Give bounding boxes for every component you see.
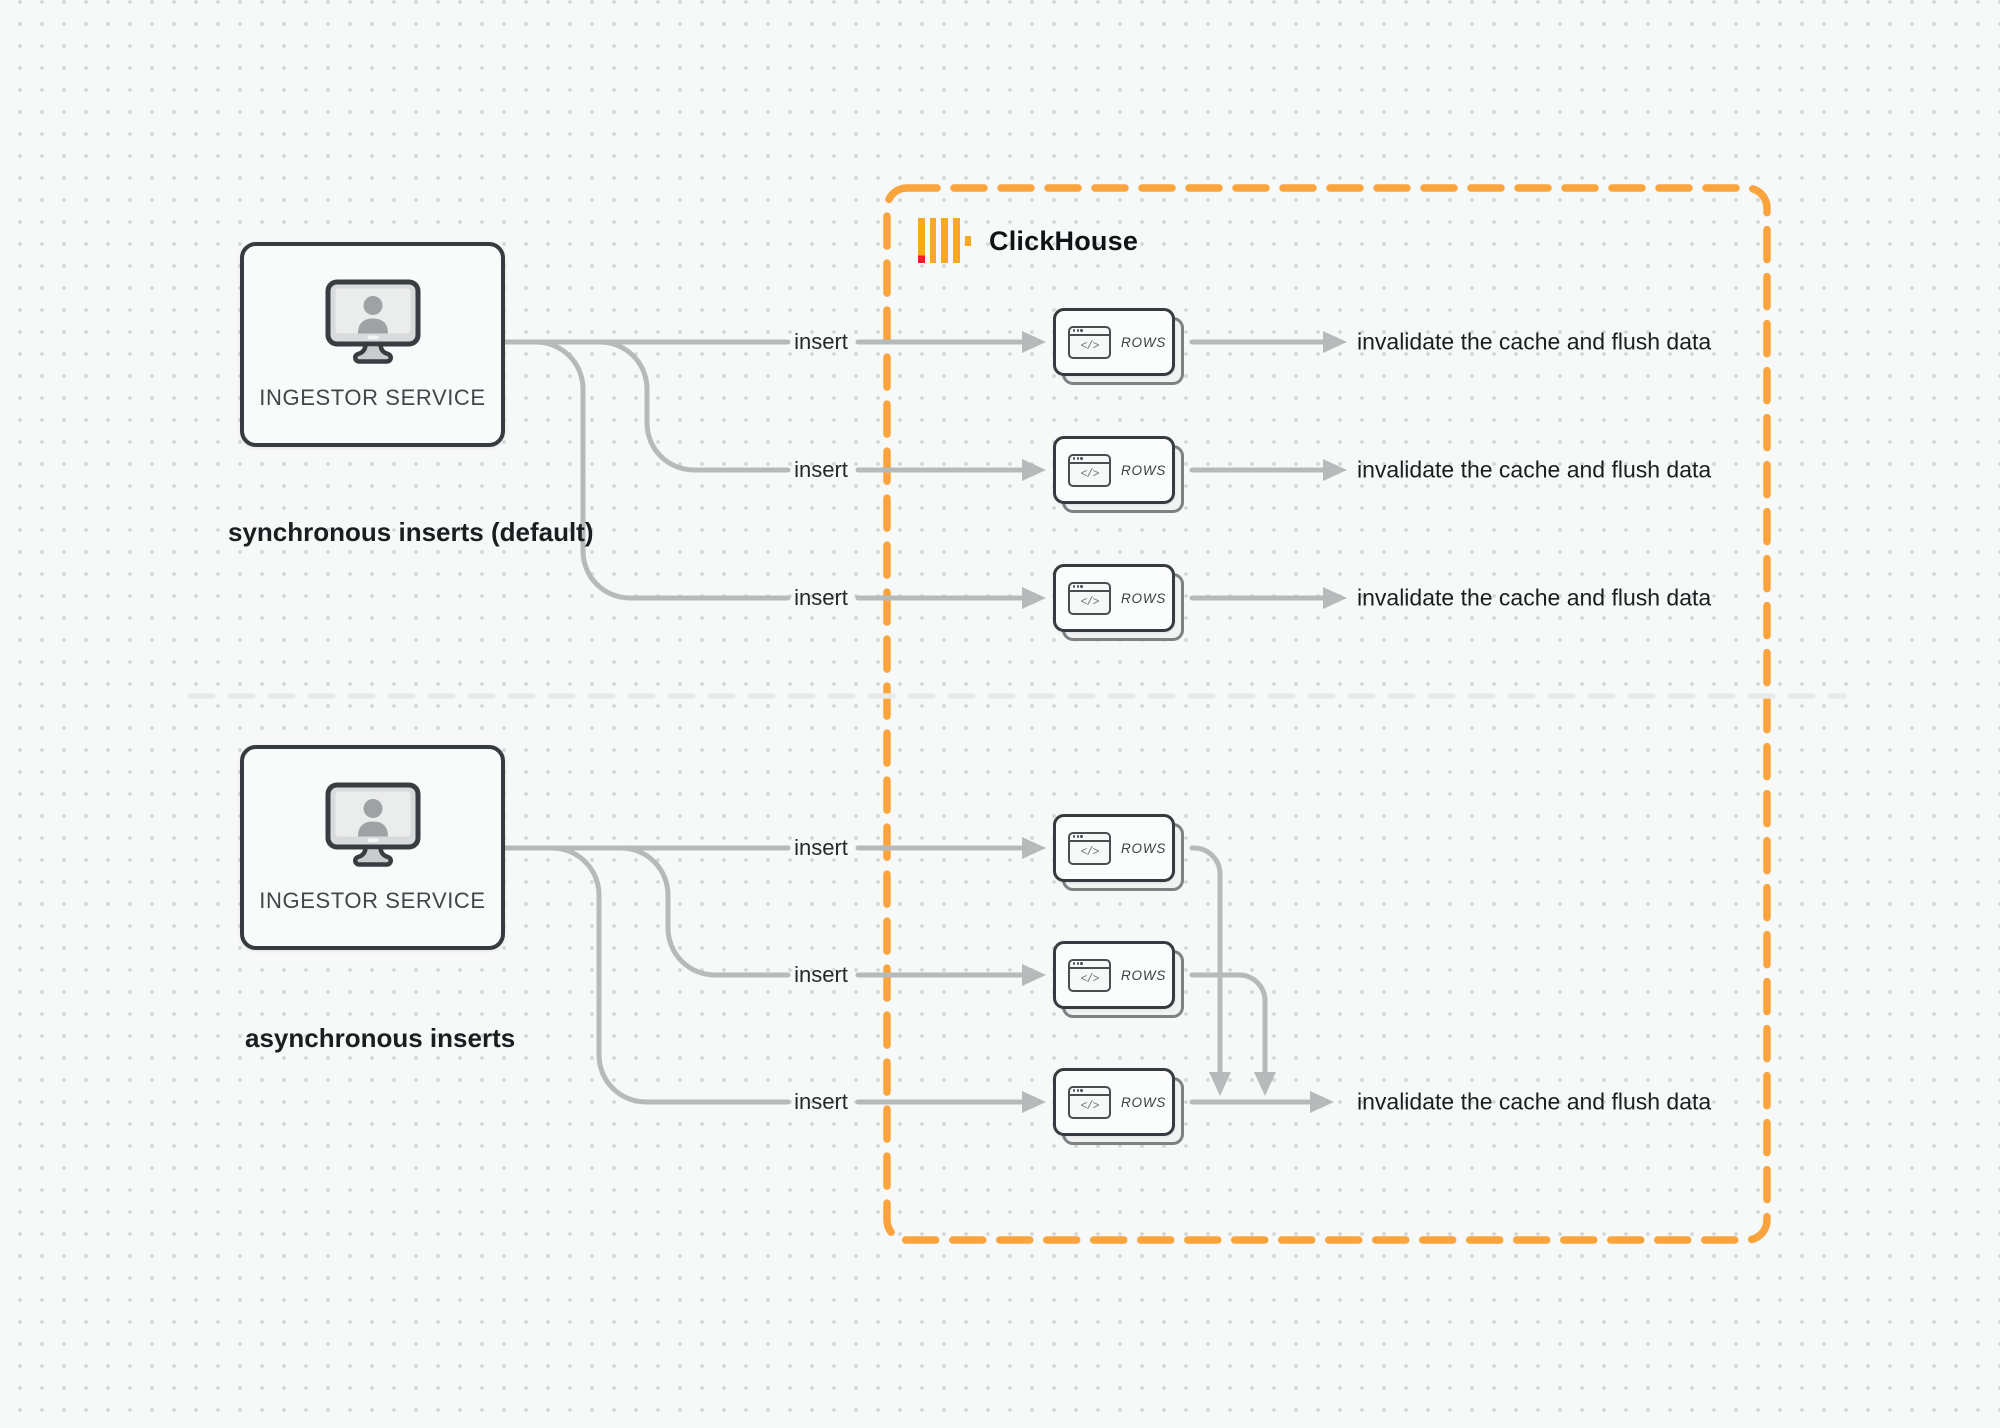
insert-label: insert xyxy=(794,457,848,482)
arrowhead-icon xyxy=(1323,587,1347,609)
rows-card: </> ROWS xyxy=(1053,941,1186,1019)
arrowhead-down-icon xyxy=(1254,1072,1276,1096)
result-label: invalidate the cache and flush data xyxy=(1357,1088,1712,1115)
rows-card: </> ROWS xyxy=(1053,814,1186,892)
browser-titlebar xyxy=(1070,456,1109,464)
rows-card-front: </> ROWS xyxy=(1053,941,1175,1009)
arrowhead-down-icon xyxy=(1209,1072,1231,1096)
rows-label: ROWS xyxy=(1121,590,1167,606)
browser-titlebar xyxy=(1070,328,1109,336)
insert-label: insert xyxy=(794,329,848,354)
insert-label: insert xyxy=(794,962,848,987)
rows-label: ROWS xyxy=(1121,840,1167,856)
ingestor-service-label: INGESTOR SERVICE xyxy=(259,887,486,913)
browser-titlebar xyxy=(1070,961,1109,969)
arrowhead-icon xyxy=(1022,837,1046,859)
rows-card-front: </> ROWS xyxy=(1053,1068,1175,1136)
result-label: invalidate the cache and flush data xyxy=(1357,584,1712,611)
async-merge-line-1 xyxy=(1189,845,1223,1075)
arrowhead-icon xyxy=(1310,1091,1334,1113)
rows-card-front: </> ROWS xyxy=(1053,308,1175,376)
insert-label: insert xyxy=(794,835,848,860)
result-label: invalidate the cache and flush data xyxy=(1357,456,1712,483)
monitor-user-icon xyxy=(325,279,420,364)
code-glyph: </> xyxy=(1080,339,1100,353)
logo-bar xyxy=(929,218,937,263)
browser-window-icon: </> xyxy=(1068,831,1111,865)
code-glyph: </> xyxy=(1080,1099,1100,1113)
browser-titlebar xyxy=(1070,834,1109,842)
browser-window-icon: </> xyxy=(1068,958,1111,992)
clickhouse-boundary-box xyxy=(883,184,1771,1244)
result-label: invalidate the cache and flush data xyxy=(1357,328,1712,355)
browser-window-icon: </> xyxy=(1068,581,1111,615)
browser-titlebar xyxy=(1070,584,1109,592)
code-glyph: </> xyxy=(1080,972,1100,986)
clickhouse-label: ClickHouse xyxy=(989,226,1139,256)
arrowhead-icon xyxy=(1022,459,1046,481)
rows-card-front: </> ROWS xyxy=(1053,564,1175,632)
rows-card: </> ROWS xyxy=(1053,1068,1186,1146)
async-ingestor-card: INGESTOR SERVICE xyxy=(240,745,505,950)
arrowhead-icon xyxy=(1323,331,1347,353)
code-glyph: </> xyxy=(1080,595,1100,609)
ingestor-service-label: INGESTOR SERVICE xyxy=(259,384,486,410)
rows-card-front: </> ROWS xyxy=(1053,814,1175,882)
arrowhead-icon xyxy=(1022,964,1046,986)
rows-label: ROWS xyxy=(1121,967,1167,983)
rows-card: </> ROWS xyxy=(1053,308,1186,386)
async-caption: asynchronous inserts xyxy=(245,1023,516,1053)
async-branch-line-2 xyxy=(618,845,791,978)
arrowhead-icon xyxy=(1022,331,1046,353)
arrowhead-icon xyxy=(1022,1091,1046,1113)
rows-card: </> ROWS xyxy=(1053,436,1186,514)
rows-card-front: </> ROWS xyxy=(1053,436,1175,504)
code-glyph: </> xyxy=(1080,467,1100,481)
insert-label: insert xyxy=(794,585,848,610)
logo-bar xyxy=(918,218,925,263)
async-merge-line-2 xyxy=(1189,972,1268,1075)
browser-window-icon: </> xyxy=(1068,325,1111,359)
sync-branch-line-2 xyxy=(597,339,791,473)
logo-bar xyxy=(953,218,960,263)
rows-label: ROWS xyxy=(1121,1094,1167,1110)
insert-label: insert xyxy=(794,1089,848,1114)
monitor-user-icon xyxy=(325,782,420,867)
rows-label: ROWS xyxy=(1121,462,1167,478)
sync-ingestor-card: INGESTOR SERVICE xyxy=(240,242,505,447)
async-branch-line-3 xyxy=(549,845,791,1105)
sync-caption: synchronous inserts (default) xyxy=(228,517,594,547)
arrowhead-icon xyxy=(1022,587,1046,609)
clickhouse-logo-icon xyxy=(918,218,971,263)
logo-bar xyxy=(941,218,948,263)
sync-branch-line-3 xyxy=(533,339,791,601)
arrowhead-icon xyxy=(1323,459,1347,481)
browser-window-icon: </> xyxy=(1068,1085,1111,1119)
code-glyph: </> xyxy=(1080,845,1100,859)
browser-titlebar xyxy=(1070,1088,1109,1096)
browser-window-icon: </> xyxy=(1068,453,1111,487)
logo-dot xyxy=(964,236,971,246)
rows-label: ROWS xyxy=(1121,334,1167,350)
rows-card: </> ROWS xyxy=(1053,564,1186,642)
